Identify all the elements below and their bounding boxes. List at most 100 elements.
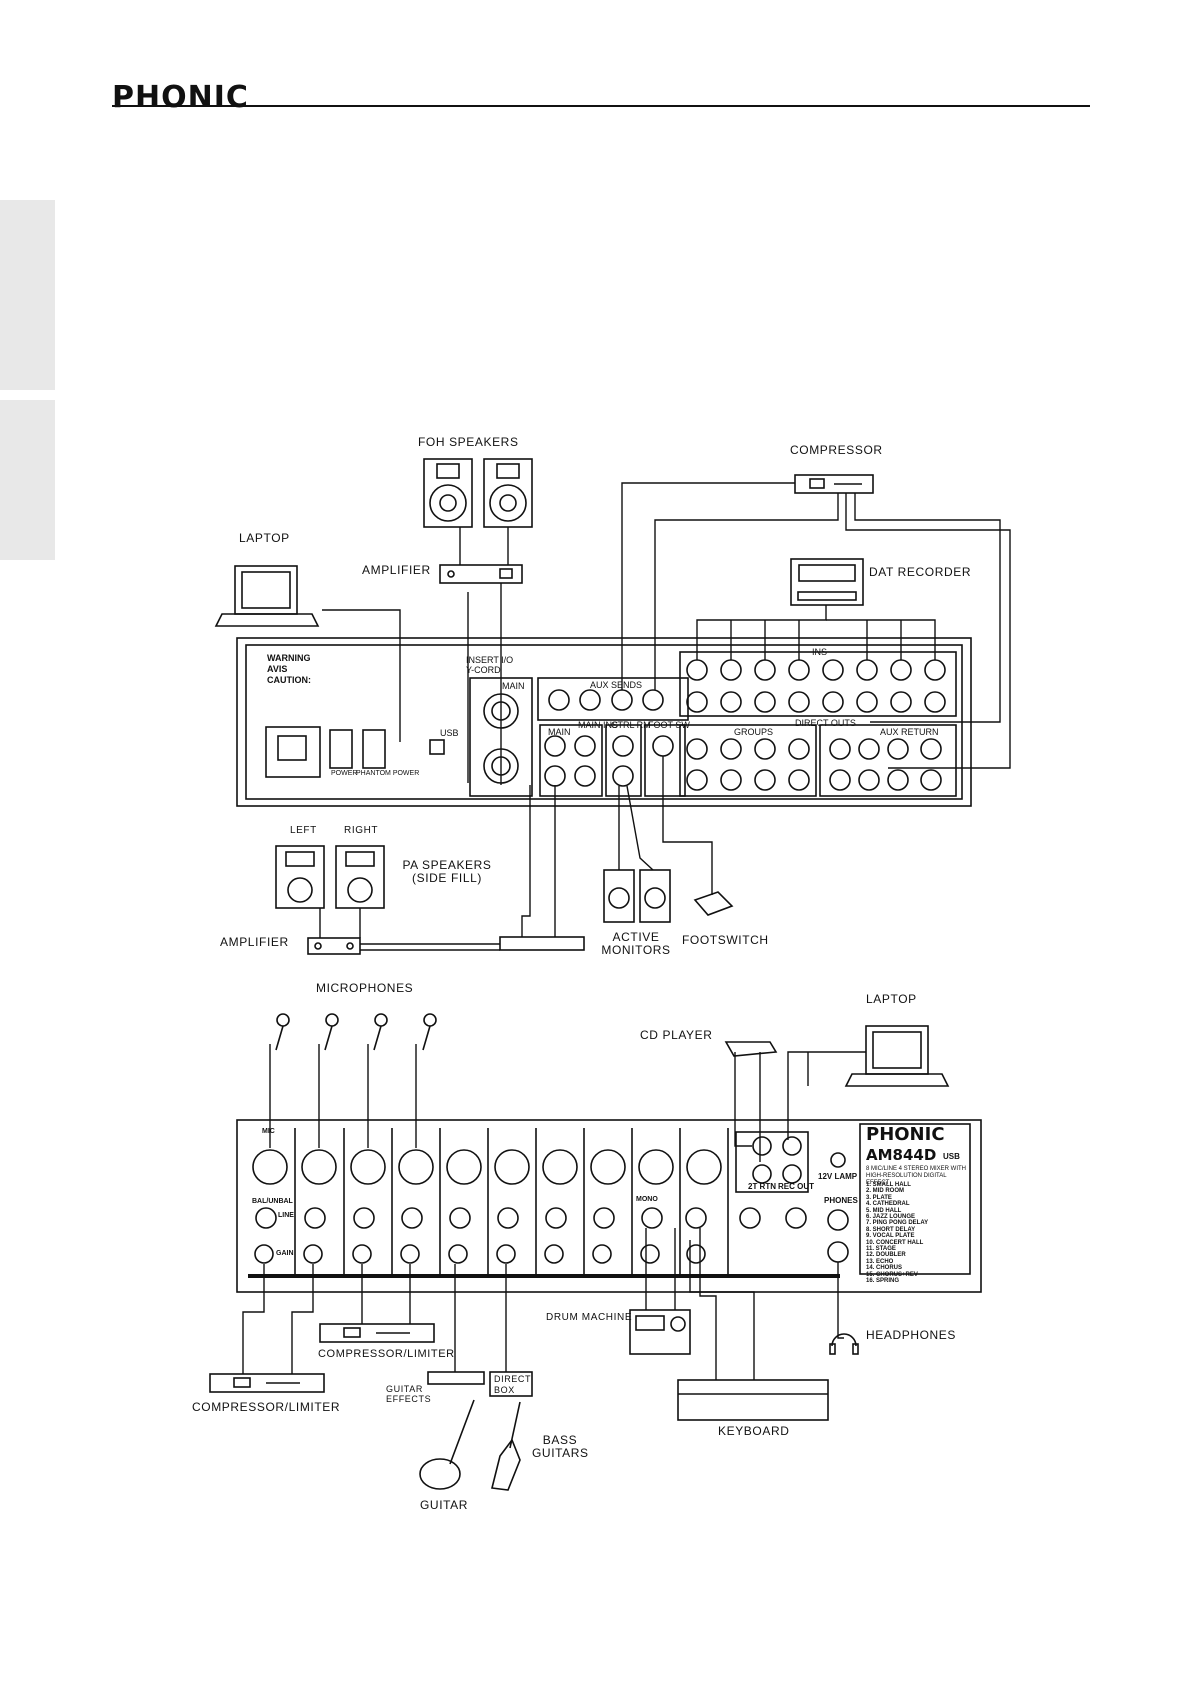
- y-cord-label: Y-CORD: [466, 665, 501, 675]
- mixer-channel-line-jacks: [255, 1207, 807, 1229]
- bass-guitars-line2: GUITARS: [532, 1446, 589, 1460]
- side-tab-2: [0, 400, 55, 560]
- mixer-channel-xlr: [252, 1149, 722, 1185]
- effect-item: 1. SMALL HALL: [866, 1182, 911, 1188]
- direct-box-line2: BOX: [494, 1385, 515, 1395]
- foh-speaker-right-icon: [483, 458, 533, 528]
- drum-machine-label: DRUM MACHINE: [546, 1312, 633, 1323]
- direct-outs-label: DIRECT OUTS: [795, 718, 856, 728]
- compressor-limiter-1-icon: [209, 1373, 325, 1393]
- cd-player-label: CD PLAYER: [640, 1028, 713, 1042]
- panel-warning: WARNING: [267, 653, 311, 663]
- foh-speakers-label: FOH SPEAKERS: [418, 435, 519, 449]
- dat-recorder-icon: [790, 558, 864, 606]
- side-tab-1: [0, 200, 55, 390]
- insert-io-label: INSERT I/O: [466, 655, 514, 665]
- header-rule: [112, 105, 1090, 107]
- lamp-label: 12V LAMP: [818, 1172, 858, 1181]
- phantom-label: PHANTOM POWER: [356, 770, 420, 777]
- effect-item: 6. JAZZ LOUNGE: [866, 1214, 916, 1221]
- tape-rtn-label: 2T RTN: [748, 1182, 776, 1191]
- effect-item: 10. CONCERT HALL: [866, 1239, 924, 1246]
- active-monitors-line2: MONITORS: [601, 943, 671, 957]
- effect-item: 11. STAGE: [866, 1246, 896, 1253]
- compressor-limiter-2-icon: [319, 1323, 435, 1343]
- laptop-bottom-label: LAPTOP: [866, 992, 917, 1006]
- guitar-effects-icon: [427, 1371, 485, 1385]
- groups-label: GROUPS: [734, 727, 774, 737]
- active-monitors-line1: ACTIVE: [612, 930, 660, 944]
- pa-speakers-line2: (SIDE FILL): [412, 871, 482, 885]
- aux-return-label: AUX RETURN: [880, 727, 939, 737]
- direct-box-line1: DIRECT: [494, 1374, 532, 1384]
- mixer-model-suffix: USB: [943, 1152, 960, 1161]
- stereo-rtn-jacks: [752, 1136, 849, 1263]
- mixer-brand: PHONIC: [866, 1124, 945, 1145]
- bottom-cables: [242, 1044, 866, 1380]
- main-xlr-label: MAIN: [502, 681, 525, 691]
- amplifier-icon: [439, 564, 523, 584]
- effect-item: 12. DOUBLER: [866, 1252, 906, 1259]
- headphones-icon: [829, 1333, 859, 1355]
- bal-unbal-label: BAL/UNBAL: [252, 1198, 293, 1205]
- gain-label: GAIN: [276, 1250, 294, 1257]
- laptop-top-label: LAPTOP: [239, 531, 290, 545]
- guitar-effects-line1: GUITAR: [386, 1384, 423, 1394]
- footswitch-icon: [693, 891, 734, 916]
- top-cables: [319, 482, 1011, 951]
- mono-label: MONO: [636, 1196, 658, 1203]
- power-label: POWER: [331, 770, 358, 777]
- mixer-top-panel: [236, 1119, 982, 1293]
- effect-item: 15. CHORUS+REV: [866, 1271, 918, 1278]
- footswitch-label: FOOTSWITCH: [682, 933, 769, 947]
- mixer-model: AM844D: [866, 1146, 937, 1164]
- compressor-label: COMPRESSOR: [790, 443, 883, 457]
- rec-out-label: REC OUT: [778, 1182, 814, 1191]
- mic-channel-label: MIC: [262, 1128, 275, 1135]
- effect-item: 8. SHORT DELAY: [866, 1226, 916, 1233]
- pa-speaker-right-icon: [335, 845, 385, 909]
- cd-player-icon: [724, 1041, 778, 1057]
- mixer-gain-knobs: [254, 1244, 706, 1264]
- bass-guitar-icon: [491, 1401, 521, 1491]
- phones-label: PHONES: [824, 1196, 858, 1205]
- effect-item: 3. PLATE: [866, 1194, 892, 1201]
- guitar-effects-line2: EFFECTS: [386, 1394, 432, 1404]
- direct-box-icon: [489, 1371, 533, 1397]
- headphones-label: HEADPHONES: [866, 1328, 957, 1342]
- dat-recorder-label: DAT RECORDER: [869, 565, 972, 579]
- microphone-icons: [275, 1013, 437, 1051]
- laptop-top-icon: [214, 565, 320, 627]
- amplifier-top-label: AMPLIFIER: [362, 563, 431, 577]
- effect-item: 4. CATHEDRAL: [866, 1201, 910, 1208]
- amplifier-side-label: AMPLIFIER: [220, 935, 289, 949]
- laptop-bottom-icon: [844, 1025, 950, 1087]
- main-small-label: MAIN: [548, 727, 571, 737]
- effect-item: 2. MID ROOM: [866, 1188, 905, 1195]
- compressor-limiter-2-label: COMPRESSOR/LIMITER: [318, 1348, 455, 1360]
- panel-avis: AVIS: [267, 664, 288, 674]
- usb-label: USB: [440, 728, 459, 738]
- compressor-icon: [794, 474, 874, 494]
- pa-speakers-line1: PA SPEAKERS: [402, 858, 492, 872]
- active-monitor-right-icon: [639, 869, 671, 923]
- bass-guitars-line1: BASS: [542, 1433, 578, 1447]
- effect-item: 13. ECHO: [866, 1258, 894, 1265]
- left-label: LEFT: [290, 825, 317, 836]
- effect-item: 5. MID HALL: [866, 1207, 902, 1214]
- compressor-limiter-1-label: COMPRESSOR/LIMITER: [192, 1400, 341, 1414]
- brand-logo: PHONIC: [112, 80, 249, 115]
- ctrl-rm-label: CTRL RM: [611, 720, 651, 730]
- keyboard-label: KEYBOARD: [718, 1424, 790, 1438]
- ins-label: INS: [812, 647, 828, 657]
- pa-speaker-left-icon: [275, 845, 325, 909]
- effect-item: 9. VOCAL PLATE: [866, 1233, 915, 1240]
- effect-item: 14. CHORUS: [866, 1265, 903, 1272]
- microphones-label: MICROPHONES: [316, 981, 414, 995]
- patch-bay-icon: [499, 936, 585, 951]
- panel-caution: CAUTION:: [267, 675, 311, 685]
- main-ins-label: MAIN INS: [578, 720, 619, 730]
- amplifier-side-icon: [307, 937, 361, 955]
